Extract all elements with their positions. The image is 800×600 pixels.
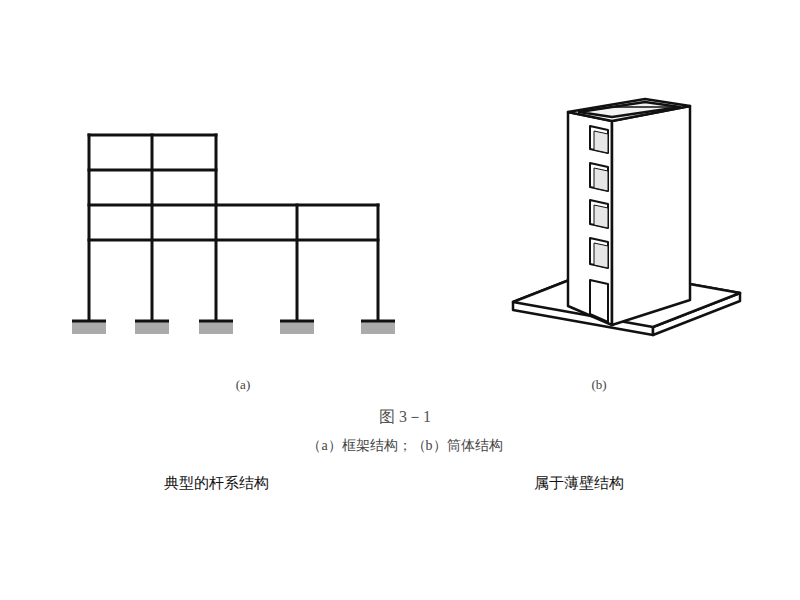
figure-number: 图 3－1 bbox=[379, 407, 431, 426]
frame-structure bbox=[89, 135, 378, 320]
tube-structure bbox=[513, 99, 740, 335]
annotation-note: 典型的杆系结构 bbox=[164, 474, 269, 492]
figure-caption: （a）框架结构；（b）筒体结构 bbox=[307, 438, 502, 455]
panel-label: (b) bbox=[591, 377, 606, 393]
fixed-supports bbox=[72, 321, 395, 334]
annotation-note: 属于薄壁结构 bbox=[534, 474, 624, 492]
panel-label: (a) bbox=[236, 377, 250, 393]
